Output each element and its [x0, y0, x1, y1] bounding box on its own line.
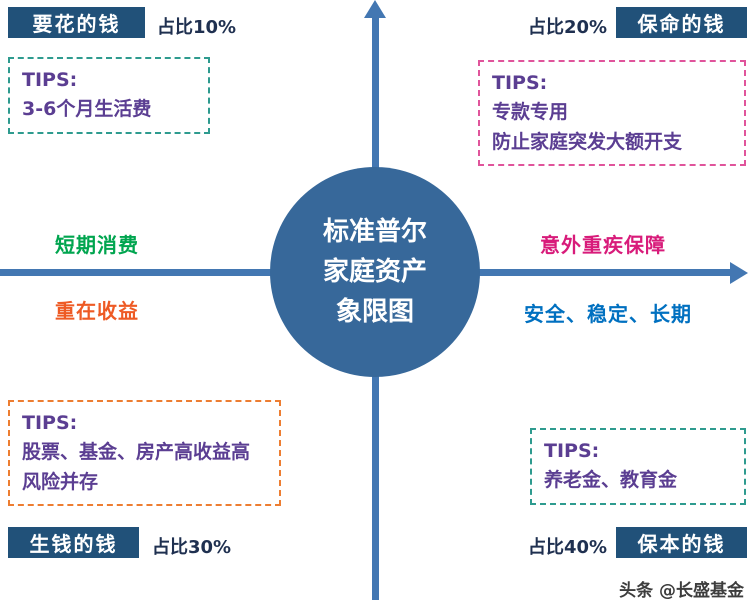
tips-body-bottom-right: 养老金、教育金	[544, 469, 678, 492]
label-capital-preservation-money: 保本的钱	[616, 527, 747, 558]
share-bottom-right: 占比40%	[528, 537, 608, 558]
tips-body-top-left: 3-6个月生活费	[22, 98, 152, 121]
tips-box-top-right: TIPS: 专款专用 防止家庭突发大额开支	[478, 60, 746, 167]
watermark-toutiao-changsheng-fund: 头条 @长盛基金	[619, 581, 744, 601]
label-life-saving-money: 保命的钱	[616, 7, 747, 38]
tips-box-bottom-left: TIPS: 股票、基金、房产高收益高风险并存	[8, 400, 281, 507]
center-circle: 标准普尔 家庭资产 象限图	[270, 167, 480, 377]
share-top-right: 占比20%	[528, 17, 608, 38]
share-top-left: 占比10%	[157, 17, 237, 38]
right-arrow-icon	[730, 262, 748, 284]
tips-title-bottom-right: TIPS:	[544, 440, 600, 462]
axis-label-accident-illness-protection: 意外重疾保障	[540, 233, 666, 257]
up-arrow-icon	[364, 0, 386, 18]
label-money-to-spend: 要花的钱	[8, 7, 145, 38]
tips-title-top-left: TIPS:	[22, 69, 78, 91]
tips-body-top-right: 专款专用 防止家庭突发大额开支	[492, 101, 683, 153]
tips-box-top-left: TIPS: 3-6个月生活费	[8, 57, 210, 134]
tips-title-top-right: TIPS:	[492, 72, 548, 94]
label-money-making-money: 生钱的钱	[8, 527, 139, 558]
axis-label-safe-stable-longterm: 安全、稳定、长期	[524, 302, 692, 326]
share-bottom-left: 占比30%	[152, 537, 232, 558]
axis-label-short-term-consumption: 短期消费	[55, 233, 139, 257]
tips-title-bottom-left: TIPS:	[22, 412, 78, 434]
tips-box-bottom-right: TIPS: 养老金、教育金	[530, 428, 746, 505]
tips-body-bottom-left: 股票、基金、房产高收益高风险并存	[22, 441, 251, 493]
diagram-title: 标准普尔 家庭资产 象限图	[322, 216, 427, 328]
axis-label-focus-on-returns: 重在收益	[55, 299, 139, 323]
